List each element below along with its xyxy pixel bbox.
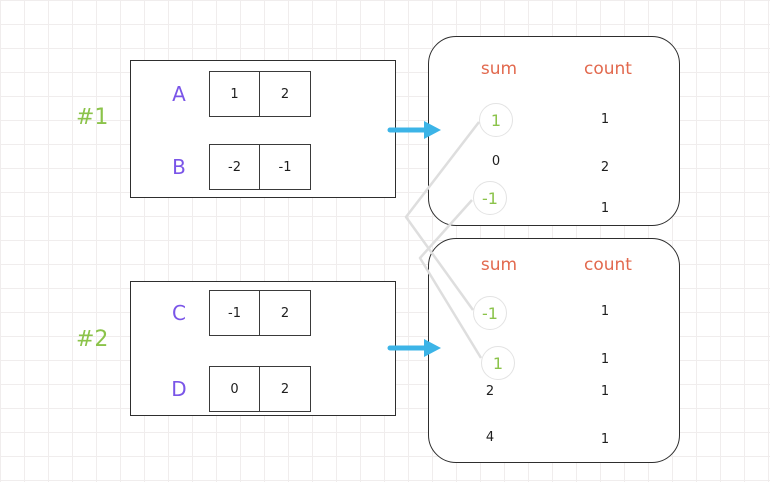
array-row-b: B -2 -1 [157, 144, 311, 190]
hashmap2-count-value: 1 [600, 432, 610, 447]
group1-label: #1 [76, 105, 109, 130]
array-d-cells: 0 2 [209, 366, 311, 412]
array-d-label: D [171, 377, 187, 401]
hashmap2-count-value: 1 [600, 304, 610, 319]
hashmap1-count-value: 2 [600, 160, 610, 175]
hashmap1-sum-value: 0 [491, 154, 501, 169]
group1-arrays-box: A 1 2 B -2 -1 [130, 60, 396, 198]
hashmap1-sum-header: sum [480, 59, 518, 79]
hashmap1-box: sum count 1 1 0 2 -1 1 [428, 36, 680, 226]
hashmap1-count-value: 1 [600, 201, 610, 216]
array-row-a: A 1 2 [157, 71, 311, 117]
array-a-label: A [172, 82, 186, 106]
hashmap2-sum-value: 2 [485, 384, 495, 399]
hashmap2-count-value: 1 [600, 352, 610, 367]
array-b-cell-1: -1 [260, 144, 311, 190]
hashmap1-count-header: count [584, 59, 632, 79]
hashmap2-sum-value: 4 [485, 430, 495, 445]
hashmap2-box: sum count -1 1 1 1 2 1 4 1 [428, 238, 680, 463]
array-b-cells: -2 -1 [209, 144, 311, 190]
hashmap2-sum-header: sum [480, 255, 518, 275]
array-b-label: B [172, 155, 186, 179]
array-d-cell-0: 0 [209, 366, 260, 412]
array-c-cell-0: -1 [209, 290, 260, 336]
array-d-cell-1: 2 [260, 366, 311, 412]
array-a-cell-0: 1 [209, 71, 260, 117]
hashmap2-count-value: 1 [600, 384, 610, 399]
array-a-cell-1: 2 [260, 71, 311, 117]
hashmap2-sum-value: 1 [481, 346, 515, 380]
hashmap2-sum-value: -1 [473, 296, 507, 330]
group2-arrays-box: C -1 2 D 0 2 [130, 281, 396, 416]
array-a-cells: 1 2 [209, 71, 311, 117]
array-row-d: D 0 2 [157, 366, 311, 412]
array-c-cells: -1 2 [209, 290, 311, 336]
hashmap1-sum-value: -1 [473, 181, 507, 215]
hashmap1-sum-value: 1 [479, 103, 513, 137]
hashmap1-count-value: 1 [600, 112, 610, 127]
hashmap2-count-header: count [584, 255, 632, 275]
array-b-cell-0: -2 [209, 144, 260, 190]
array-row-c: C -1 2 [157, 290, 311, 336]
array-c-label: C [172, 301, 186, 325]
array-c-cell-1: 2 [260, 290, 311, 336]
group2-label: #2 [76, 327, 109, 352]
